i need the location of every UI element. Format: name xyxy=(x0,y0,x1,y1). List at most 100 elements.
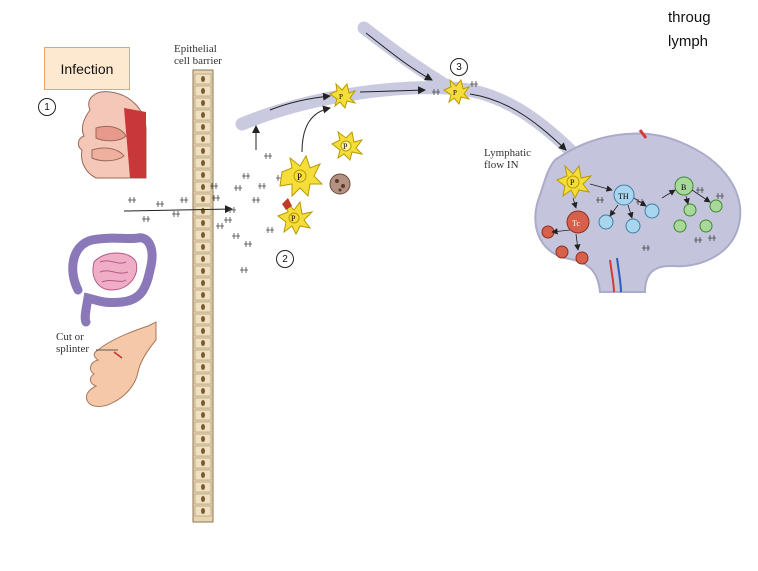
epithelial-nucleus xyxy=(201,340,205,346)
cell-letter: Tc xyxy=(572,219,580,228)
dendritic-cells: P P P P P P xyxy=(276,78,593,236)
pathogen xyxy=(470,81,478,87)
infection-label: Infection xyxy=(60,60,114,77)
pathogen-entry-arrow xyxy=(123,205,233,214)
node-arrows xyxy=(551,183,711,251)
epithelial-nucleus xyxy=(201,112,205,118)
epithelial-nucleus xyxy=(201,268,205,274)
epithelial-nucleus xyxy=(201,496,205,502)
pathogen xyxy=(180,197,188,203)
lymphatic-vessel xyxy=(235,21,582,162)
pathogen xyxy=(128,197,136,203)
pathogen xyxy=(258,183,266,189)
epithelial-nucleus xyxy=(201,88,205,94)
epithelial-nucleus xyxy=(201,292,205,298)
pathogen xyxy=(228,207,236,213)
epithelial-nucleus xyxy=(201,208,205,214)
cell-letter: P xyxy=(297,172,302,182)
cell-letter: P xyxy=(570,178,575,187)
nasal-cavity-illustration xyxy=(77,91,147,179)
step-number-1: 1 xyxy=(38,98,56,116)
epithelial-nucleus xyxy=(201,100,205,106)
epithelial-nucleus xyxy=(201,316,205,322)
epithelial-nucleus xyxy=(201,376,205,382)
pathogen xyxy=(716,193,724,199)
epithelial-nucleus xyxy=(201,412,205,418)
epithelial-nucleus xyxy=(201,472,205,478)
pathogen xyxy=(642,245,650,251)
epithelial-nucleus xyxy=(201,352,205,358)
cell-letter: P xyxy=(339,93,343,101)
epithelial-nucleus xyxy=(201,304,205,310)
epithelial-nucleus xyxy=(201,484,205,490)
pathogen xyxy=(172,211,180,217)
epithelial-nucleus xyxy=(201,232,205,238)
dendritic-cell-infected: P xyxy=(276,198,314,236)
migration-arrows xyxy=(252,105,331,153)
cytotoxic-t-cells: Tc xyxy=(541,210,590,265)
hand-illustration xyxy=(85,321,157,407)
epithelial-nucleus xyxy=(201,280,205,286)
dendritic-cell: P xyxy=(442,78,471,106)
epithelial-nucleus xyxy=(201,148,205,154)
cell-letter: TH xyxy=(618,192,629,201)
epithelial-nucleus xyxy=(201,388,205,394)
epithelial-nucleus xyxy=(201,124,205,130)
lymph-node xyxy=(534,129,742,293)
epithelial-nucleus xyxy=(201,220,205,226)
dendritic-cell: P xyxy=(279,154,324,198)
pathogen xyxy=(156,201,164,207)
pathogen xyxy=(224,217,232,223)
epithelial-nucleus xyxy=(201,172,205,178)
lymphatic-label: Lymphatic flow IN xyxy=(484,147,532,171)
epithelial-nucleus xyxy=(201,160,205,166)
epithelial-nucleus xyxy=(201,508,205,514)
epithelial-nucleus xyxy=(201,400,205,406)
infection-box: Infection xyxy=(44,47,130,90)
b-cells: B xyxy=(673,176,723,233)
epithelial-label: Epithelial cell barrier xyxy=(174,43,222,67)
pathogen xyxy=(210,183,218,189)
epithelial-nucleus xyxy=(201,76,205,82)
step-number-3: 3 xyxy=(450,58,468,76)
dendritic-cell: P xyxy=(331,130,364,161)
pathogen xyxy=(216,223,224,229)
top-right-text: throug lymph xyxy=(668,9,711,50)
epithelial-barrier xyxy=(192,69,214,523)
epithelial-nucleus xyxy=(201,436,205,442)
dendritic-cell: P xyxy=(555,164,593,200)
helper-t-cells: TH xyxy=(598,184,660,234)
pathogen xyxy=(242,173,250,179)
epithelial-nucleus xyxy=(201,328,205,334)
pathogen xyxy=(142,216,150,222)
epithelial-nucleus xyxy=(201,364,205,370)
pathogen xyxy=(694,237,702,243)
pathogen xyxy=(240,267,248,273)
intestine-illustration xyxy=(68,233,157,327)
step-number-2: 2 xyxy=(276,250,294,268)
epithelial-nucleus xyxy=(201,424,205,430)
pathogen xyxy=(432,89,440,95)
pathogen xyxy=(266,227,274,233)
pathogen xyxy=(596,197,604,203)
pathogen xyxy=(212,195,220,201)
cell-letter: P xyxy=(453,89,457,97)
epithelial-nucleus xyxy=(201,184,205,190)
pathogen xyxy=(264,153,272,159)
cell-letter: P xyxy=(291,214,296,223)
epithelial-nucleus xyxy=(201,136,205,142)
epithelial-nucleus xyxy=(201,448,205,454)
epithelial-nucleus xyxy=(201,460,205,466)
epithelial-nucleus xyxy=(201,196,205,202)
cell-letter: B xyxy=(681,183,686,192)
pathogen xyxy=(696,187,704,193)
pathogen xyxy=(708,235,716,241)
pathogen xyxy=(234,185,242,191)
cell-letter: P xyxy=(343,142,348,151)
pathogen xyxy=(232,233,240,239)
epithelial-nucleus xyxy=(201,244,205,250)
epithelial-nucleus xyxy=(201,256,205,262)
pathogen xyxy=(252,197,260,203)
